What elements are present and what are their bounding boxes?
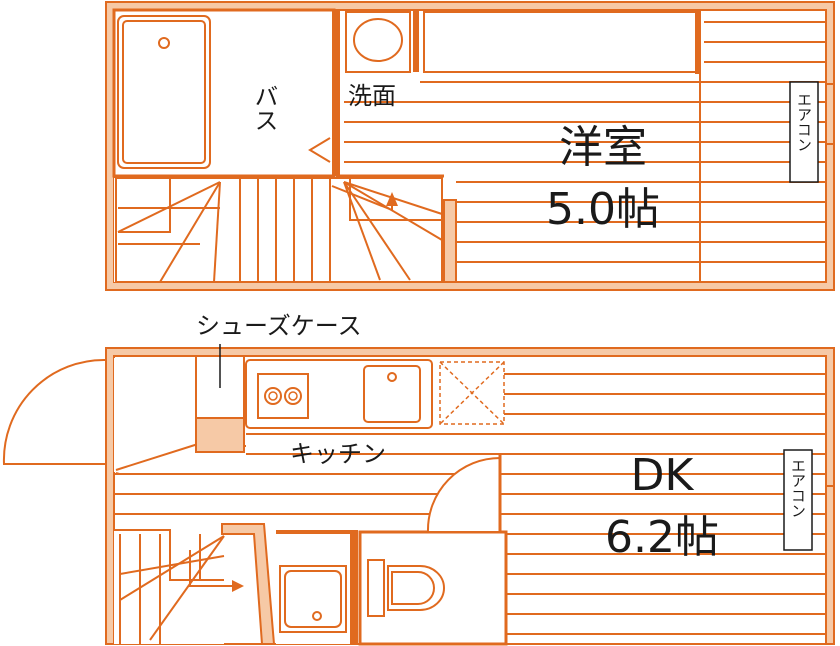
bath-drain-icon [158,37,170,49]
shoe-case-label: シューズケース [196,312,362,340]
kitchen-sink [363,365,421,423]
lower-room-size: 6.2帖 [605,512,719,563]
lower-stair-lines [114,529,234,644]
kitchen-label: キッチン [290,440,386,468]
upper-stair-lines [115,177,457,283]
washbasin [345,11,411,73]
closet-shelf [423,11,697,73]
bathtub-inner [122,20,206,164]
burner-left-icon [264,387,282,405]
washbasin-bowl-icon [353,18,403,62]
toilet-tank [367,559,385,617]
upper-staircase [114,178,456,282]
upper-room-size: 5.0帖 [546,184,660,235]
upper-aircon-unit [789,81,819,183]
lower-floor: シューズケース キッチン DK 6.2帖 エアコン [2,312,835,646]
toilet-door-swing [426,456,501,533]
entry-door-swing [2,358,107,465]
bathtub [117,15,211,169]
burner-right-icon [284,387,302,405]
stove [257,373,309,419]
upper-floor: バス 洗面 洋室 5.0帖 エアコン [105,1,835,291]
washroom-label: 洗面 [348,82,396,110]
upper-stair-arrow-icon [386,192,398,206]
shoe-case-filled [195,417,245,453]
lower-washbasin [279,565,347,633]
upper-room-name: 洋室 [559,122,647,173]
lower-aircon-unit [783,449,813,551]
lower-room-name: DK [631,450,695,501]
sink-drain-icon [387,372,397,382]
lower-basin-drain-icon [312,611,322,621]
upper-aircon-label: エアコン [795,92,813,152]
bath-label: バス [250,84,278,132]
bath-door-icon [308,137,331,163]
lower-stair-arrow-icon [232,580,244,592]
lower-aircon-label: エアコン [789,458,807,518]
stair-wall [221,523,276,645]
upper-flooring [344,21,826,282]
